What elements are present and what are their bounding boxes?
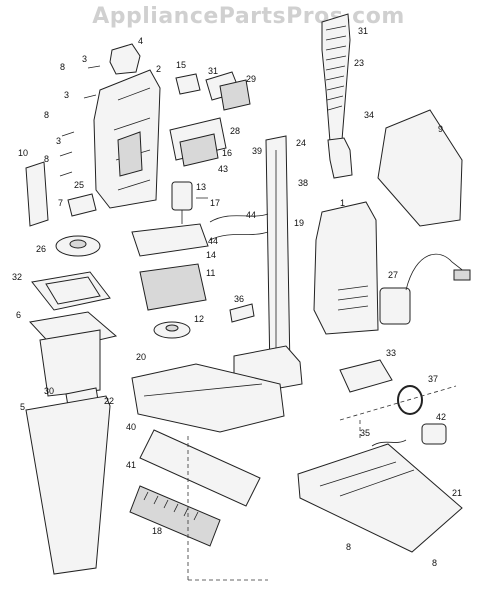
callout-24: 24 — [296, 138, 306, 148]
callout-42: 42 — [436, 412, 446, 422]
callout-20: 20 — [136, 352, 146, 362]
callout-30: 30 — [44, 386, 54, 396]
callout-40: 40 — [126, 422, 136, 432]
callout-9: 9 — [438, 124, 443, 134]
cord-clip-part[interactable] — [67, 193, 97, 217]
callout-22: 22 — [104, 396, 114, 406]
motor-bracket-part[interactable] — [169, 117, 227, 167]
callout-14: 14 — [206, 250, 216, 260]
callout-32: 32 — [12, 272, 22, 282]
charger-part[interactable] — [379, 253, 471, 325]
side-cover-part[interactable] — [377, 109, 463, 227]
callout-43: 43 — [218, 164, 228, 174]
belt-ring-part[interactable] — [397, 385, 423, 415]
callout-13: 13 — [196, 182, 206, 192]
callout-31: 31 — [208, 66, 218, 76]
wire-harness-part — [209, 213, 269, 241]
callout-41: 41 — [126, 460, 136, 470]
callout-37: 37 — [428, 374, 438, 384]
bracket-part[interactable] — [371, 439, 407, 447]
callout-38: 38 — [298, 178, 308, 188]
callout-16: 16 — [222, 148, 232, 158]
callout-labels: 4 3 8 3 2 15 31 29 31 23 8 3 10 8 16 28 … — [12, 26, 462, 568]
callout-8: 8 — [60, 62, 65, 72]
main-housing-part[interactable] — [93, 69, 161, 209]
fan-part[interactable] — [55, 235, 101, 257]
callout-39: 39 — [252, 146, 262, 156]
callout-10: 10 — [18, 148, 28, 158]
callout-12: 12 — [194, 314, 204, 324]
callout-19: 19 — [294, 218, 304, 228]
drive-motor-part[interactable] — [421, 423, 447, 445]
body-part[interactable] — [313, 201, 379, 335]
callout-17: 17 — [210, 198, 220, 208]
handle-tube-part[interactable] — [233, 135, 303, 395]
filter-frame-part[interactable] — [31, 271, 111, 311]
callout-34: 34 — [364, 110, 374, 120]
motor-housing-part[interactable] — [139, 263, 207, 311]
callout-31: 31 — [358, 26, 368, 36]
filter-part[interactable] — [29, 311, 118, 397]
callout-35: 35 — [360, 428, 370, 438]
callout-44: 44 — [246, 210, 256, 220]
callout-5: 5 — [20, 402, 25, 412]
callout-33: 33 — [386, 348, 396, 358]
front-panel-part[interactable] — [25, 161, 49, 227]
bottom-plate-part[interactable] — [297, 443, 463, 553]
callout-15: 15 — [176, 60, 186, 70]
handle-grip-part[interactable] — [321, 13, 353, 179]
switch-assembly-part[interactable] — [175, 71, 251, 111]
callout-29: 29 — [246, 74, 256, 84]
callout-28: 28 — [230, 126, 240, 136]
belt-part[interactable] — [229, 303, 255, 323]
callout-7: 7 — [58, 198, 63, 208]
callout-8: 8 — [44, 110, 49, 120]
top-cover-part[interactable] — [109, 43, 141, 75]
callout-3: 3 — [82, 54, 87, 64]
callout-23: 23 — [354, 58, 364, 68]
callout-11: 11 — [206, 268, 215, 278]
callout-4: 4 — [138, 36, 143, 46]
nozzle-part[interactable] — [131, 363, 285, 433]
callout-25: 25 — [74, 180, 84, 190]
dust-bin-part[interactable] — [25, 395, 111, 575]
callout-8: 8 — [44, 154, 49, 164]
callout-36: 36 — [234, 294, 244, 304]
screw-kit-part[interactable] — [339, 359, 393, 393]
callout-3: 3 — [64, 90, 69, 100]
callout-6: 6 — [16, 310, 21, 320]
callout-8: 8 — [432, 558, 437, 568]
callout-2: 2 — [156, 64, 161, 74]
callout-3: 3 — [56, 136, 61, 146]
callout-1: 1 — [340, 198, 345, 208]
assembly-outline — [187, 385, 457, 581]
screws-top-left — [59, 65, 101, 177]
callout-44: 44 — [208, 236, 218, 246]
motor-part[interactable] — [171, 181, 208, 224]
pulley-part[interactable] — [153, 321, 191, 339]
base-plate-part[interactable] — [131, 223, 209, 257]
callout-21: 21 — [452, 488, 462, 498]
callout-26: 26 — [36, 244, 46, 254]
callout-8: 8 — [346, 542, 351, 552]
callout-27: 27 — [388, 270, 398, 280]
callout-18: 18 — [152, 526, 162, 536]
brush-roll-part[interactable] — [129, 429, 261, 547]
